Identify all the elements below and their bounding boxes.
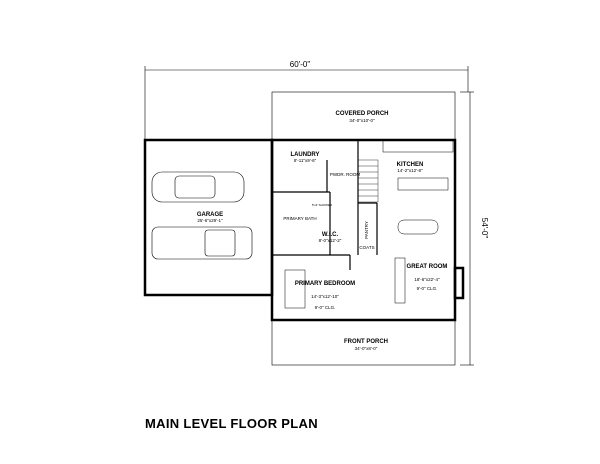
powder-room-label: PWDR. ROOM [330,172,360,177]
dimension-lines [144,66,474,366]
wic-size: 8'-0"x12'-2" [319,238,342,243]
stairs [357,159,379,203]
primary-bath-label: PRIMARY BATH [283,216,316,221]
laundry-size: 8'-11"x9'-6" [294,158,317,163]
interior-walls [272,140,378,270]
vehicles [151,171,253,260]
great-room-size: 18'-6"x22'-4" [414,277,440,282]
covered-porch-label: COVERED PORCH [335,111,388,117]
kitchen-label: KITCHEN [397,162,424,168]
furniture [284,139,454,309]
primary-bedroom-ceiling: 9'-0" CLG. [315,305,336,310]
plan-title: MAIN LEVEL FLOOR PLAN [145,416,318,431]
width-dimension: 60'-0" [290,60,311,69]
primary-bedroom-size: 14'-3"x12'-10" [311,294,339,299]
walls [143,138,465,322]
front-porch-size: 34'-0"x8'-0" [355,346,378,351]
garage-label: GARAGE [197,212,223,218]
great-room-ceiling: 9'-0" CLG. [417,286,438,291]
laundry-label: LAUNDRY [290,152,319,158]
coats-label: COATS [359,245,374,250]
garage-size: 25'-6"x29'-1" [197,218,223,223]
kitchen-size: 14'-2"x12'-8" [397,168,423,173]
depth-dimension: 54'-0" [480,218,489,239]
primary-bedroom-label: PRIMARY BEDROOM [295,281,355,287]
pantry-label: PANTRY [364,221,369,239]
covered-porch-size: 34'-0"x10'-0" [349,118,375,123]
great-room-label: GREAT ROOM [407,264,448,270]
shower-label: 5'x3' SHOWER [312,203,333,207]
front-porch-label: FRONT PORCH [344,339,388,345]
wic-label: W.I.C. [322,232,339,238]
